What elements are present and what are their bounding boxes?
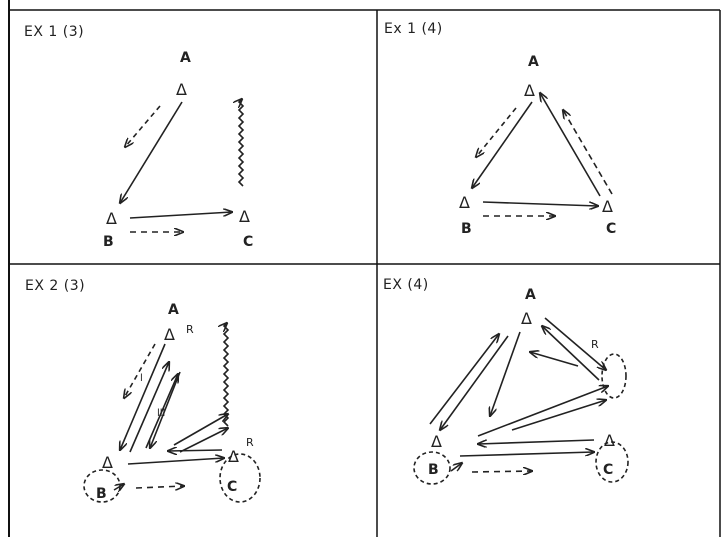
arrow-b-to-r — [511, 400, 606, 431]
arrow-c-to-b — [168, 450, 223, 451]
node-label-a: A — [528, 54, 539, 70]
grid-frame — [8, 0, 721, 537]
arrow-a-to-b — [120, 101, 183, 203]
dashed-circle-c — [595, 441, 629, 483]
node-label-b: B — [96, 486, 107, 502]
arrow-c-to-a — [540, 93, 601, 197]
arrow-b-to-a-mid — [145, 374, 178, 449]
node-label-a: A — [180, 50, 191, 66]
node-b-triangle: Δ — [106, 209, 117, 228]
mark-r-c: R — [246, 436, 254, 449]
arrow-a-to-b — [472, 101, 533, 188]
node-c-triangle: Δ — [604, 431, 615, 450]
wavy-arrow-c-to-a — [224, 323, 228, 427]
arrow-b-to-c-diag-2 — [179, 428, 228, 453]
node-label-a: A — [525, 287, 536, 303]
arrow-b-to-c — [459, 452, 594, 457]
node-b-triangle: Δ — [431, 432, 442, 451]
arrow-r-to-a — [542, 326, 600, 381]
dashed-circle-b — [413, 451, 451, 485]
node-label-a: A — [168, 302, 179, 318]
arrow-b-to-c — [127, 458, 224, 465]
panel-ex2-3: EX 2 (3) A Δ Δ B Δ C R R l lll — [25, 278, 261, 503]
arrow-b-to-a-left — [129, 362, 169, 453]
dashed-arrow-b-to-c — [135, 486, 184, 488]
panel-title: EX 1 (3) — [24, 24, 84, 40]
arrow-a-to-b-outer — [440, 335, 509, 430]
arrow-c-to-b — [478, 439, 595, 444]
panel-title: Ex 1 (4) — [384, 21, 443, 37]
node-label-b: B — [461, 221, 472, 237]
mark-l: l — [140, 373, 143, 384]
wavy-arrow-c-to-a — [239, 99, 243, 187]
node-a-triangle: Δ — [521, 309, 532, 328]
dashed-circle-r — [601, 353, 627, 399]
arrow-a-to-b-mid — [150, 371, 181, 448]
dashed-arrow-a-to-b — [125, 105, 161, 147]
arrow-b-to-c-diag-1 — [173, 414, 228, 446]
arrow-b-to-a-outer — [429, 334, 499, 425]
node-label-c: C — [243, 234, 253, 250]
arrow-r-to-a-short — [530, 352, 579, 367]
dashed-arrow-c-to-a — [563, 110, 613, 195]
node-c-triangle: Δ — [602, 197, 613, 216]
mark-r-top: R — [591, 338, 599, 351]
node-c-triangle: Δ — [228, 447, 239, 466]
arrow-b-to-c — [482, 201, 598, 206]
arrow-a-to-b-inner — [490, 331, 521, 416]
node-label-c: C — [227, 479, 237, 495]
dashed-arrow-b-to-c — [471, 471, 532, 472]
panel-ex1-4: Ex 1 (4) A Δ Δ B Δ C — [384, 21, 616, 237]
small-arrow-b — [450, 463, 462, 472]
panel-title: EX (4) — [383, 277, 429, 293]
node-label-c: C — [603, 462, 613, 478]
node-c-triangle: Δ — [239, 207, 250, 226]
panel-ex1-3: EX 1 (3) A Δ Δ B Δ C — [24, 24, 253, 250]
panel-title: EX 2 (3) — [25, 278, 85, 294]
node-b-triangle: Δ — [102, 453, 113, 472]
node-label-b: B — [103, 234, 114, 250]
dashed-circle-c — [219, 453, 261, 503]
arrow-a-to-r — [544, 317, 606, 370]
node-b-triangle: Δ — [459, 193, 470, 212]
node-label-c: C — [606, 221, 616, 237]
node-a-triangle: Δ — [524, 81, 535, 100]
node-label-b: B — [428, 462, 439, 478]
arrow-a-to-b — [120, 343, 166, 450]
mark-r-top: R — [186, 323, 194, 336]
dashed-arrow-a-to-b — [124, 343, 156, 398]
node-a-triangle: Δ — [176, 80, 187, 99]
node-a-triangle: Δ — [164, 325, 175, 344]
arrow-b-to-c — [129, 212, 232, 219]
panel-ex-4: EX (4) A Δ Δ B Δ C R — [383, 277, 629, 485]
dashed-arrow-a-to-b — [476, 107, 517, 157]
arrow-b-to-r-long — [477, 386, 608, 437]
small-arrow-b — [113, 484, 124, 490]
